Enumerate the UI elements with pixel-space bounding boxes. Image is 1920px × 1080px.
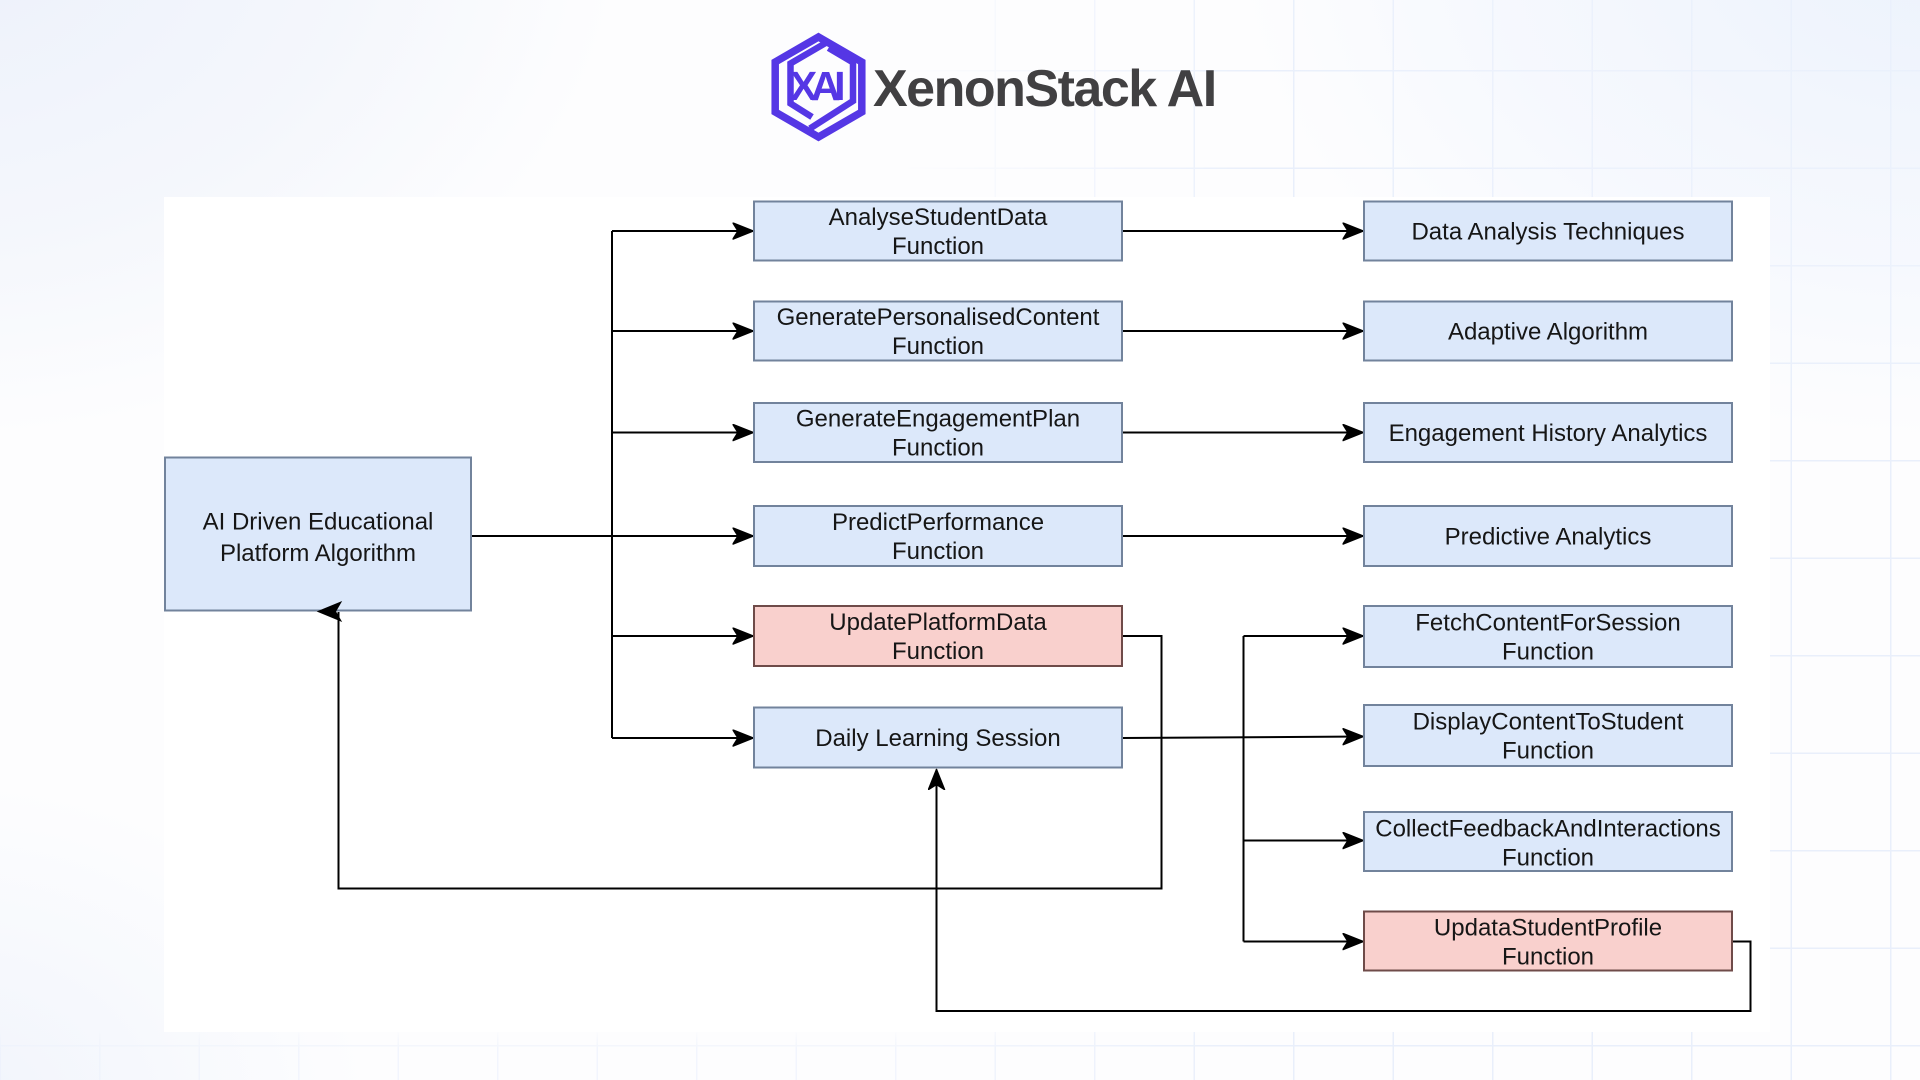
svg-text:XAI: XAI [790,63,843,109]
svg-text:GenerateEngagementPlan: GenerateEngagementPlan [796,406,1080,433]
svg-text:Function: Function [892,638,984,665]
svg-text:Adaptive Algorithm: Adaptive Algorithm [1448,319,1648,346]
svg-text:FetchContentForSession: FetchContentForSession [1415,610,1680,637]
svg-text:GeneratePersonalisedContent: GeneratePersonalisedContent [777,304,1100,331]
svg-text:Function: Function [1502,845,1594,872]
svg-text:Engagement History Analytics: Engagement History Analytics [1389,420,1708,447]
svg-text:XenonStack AI: XenonStack AI [873,60,1216,118]
svg-text:Function: Function [892,538,984,565]
svg-text:PredictPerformance: PredictPerformance [832,509,1044,536]
svg-text:UpdatePlatformData: UpdatePlatformData [829,609,1047,636]
svg-text:Function: Function [1502,944,1594,971]
svg-text:Function: Function [892,435,984,462]
svg-text:DisplayContentToStudent: DisplayContentToStudent [1413,709,1684,736]
svg-text:Function: Function [1502,639,1594,666]
svg-text:Daily Learning Session: Daily Learning Session [815,725,1060,752]
svg-text:Predictive Analytics: Predictive Analytics [1445,524,1652,551]
svg-text:Function: Function [892,333,984,360]
svg-text:Platform Algorithm: Platform Algorithm [220,540,416,567]
svg-text:UpdataStudentProfile: UpdataStudentProfile [1434,915,1662,942]
svg-text:Function: Function [1502,738,1594,765]
svg-text:Function: Function [892,233,984,260]
svg-text:CollectFeedbackAndInteractions: CollectFeedbackAndInteractions [1375,816,1721,843]
svg-text:AnalyseStudentData: AnalyseStudentData [829,204,1048,231]
svg-text:AI Driven Educational: AI Driven Educational [203,509,434,536]
svg-text:Data Analysis Techniques: Data Analysis Techniques [1411,219,1684,246]
